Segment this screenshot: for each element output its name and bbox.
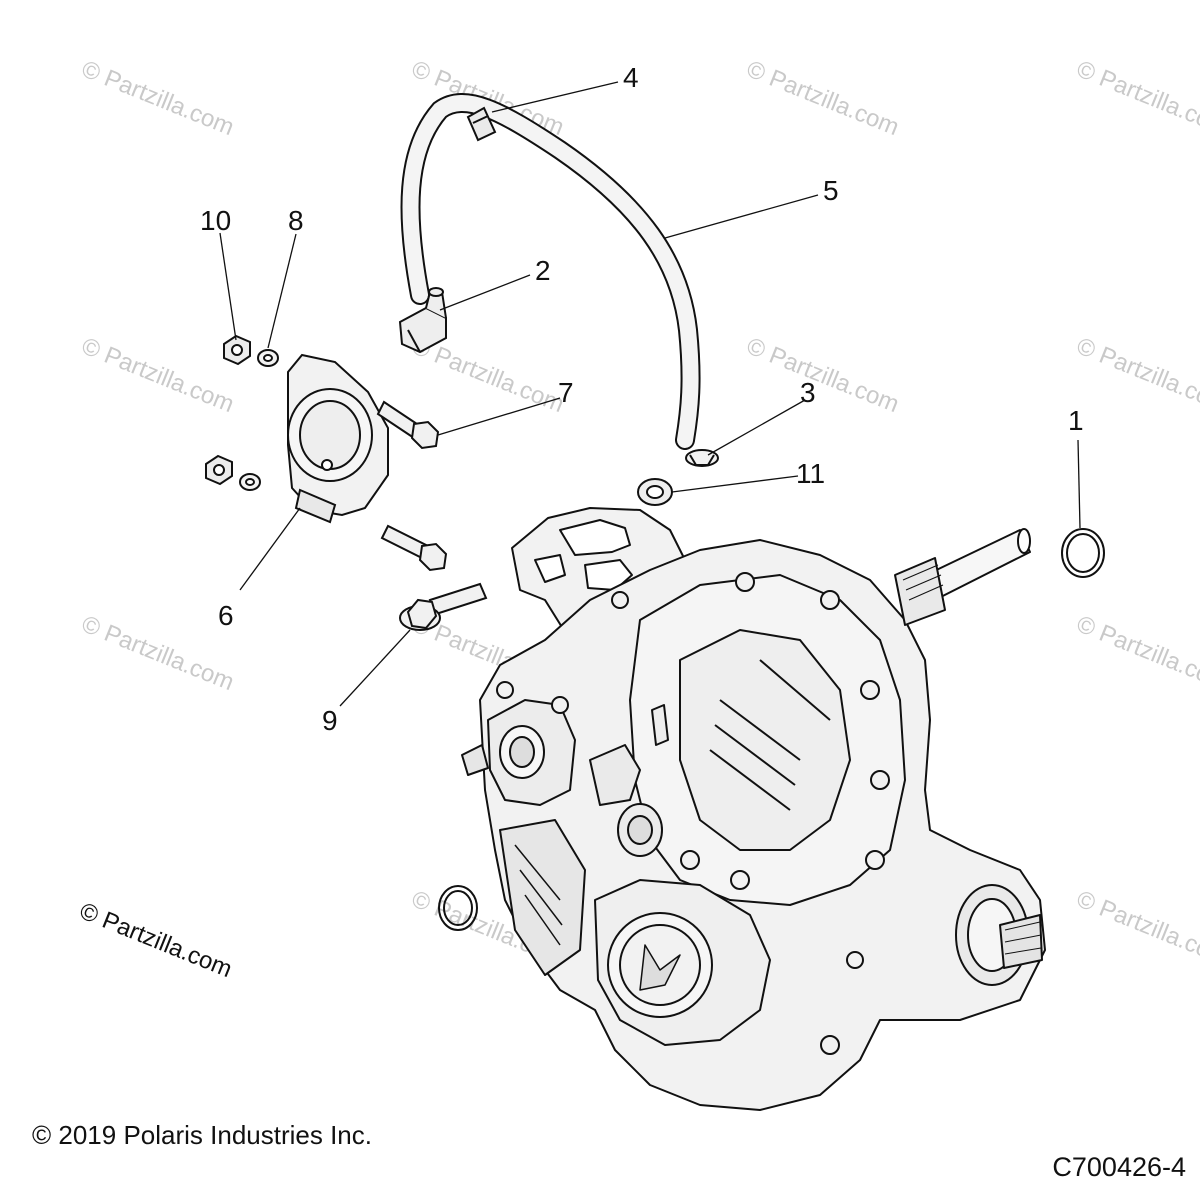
hose-clip <box>466 106 497 142</box>
watermark: © Partzilla.com <box>78 56 238 142</box>
washer-lower <box>239 473 261 491</box>
bolt-middle <box>380 524 448 572</box>
watermark: © Partzilla.com <box>743 56 903 142</box>
callout-9: 9 <box>322 705 338 736</box>
callout-10: 10 <box>200 205 231 236</box>
callout-5: 5 <box>823 175 839 206</box>
bolt-9 <box>399 582 488 631</box>
bolt-7 <box>376 400 440 450</box>
callout-3: 3 <box>800 377 816 408</box>
watermark: © Partzilla.com <box>1073 886 1200 972</box>
callout-labels: 1 2 3 4 5 6 7 8 9 10 11 <box>200 62 1084 736</box>
partzilla-watermark: © Partzilla.com <box>76 898 236 984</box>
watermark: © Partzilla.com <box>78 333 238 419</box>
callout-6: 6 <box>218 600 234 631</box>
washer <box>257 349 279 367</box>
callout-7: 7 <box>558 377 574 408</box>
watermark: © Partzilla.com <box>743 333 903 419</box>
transmission-housing <box>461 507 1046 1111</box>
watermark: © Partzilla.com <box>1073 611 1200 697</box>
watermark: © Partzilla.com <box>1073 333 1200 419</box>
callout-4: 4 <box>623 62 639 93</box>
callout-11: 11 <box>796 458 825 489</box>
shift-position-sensor <box>287 353 389 524</box>
callout-1: 1 <box>1068 405 1084 436</box>
diagram-code: C700426-4 <box>1052 1152 1186 1182</box>
plug <box>637 478 673 506</box>
callout-8: 8 <box>288 205 304 236</box>
watermark: © Partzilla.com <box>1073 56 1200 142</box>
breather-hose <box>400 93 701 450</box>
watermark: © Partzilla.com <box>78 611 238 697</box>
leader-lines <box>219 81 1081 707</box>
breather-fitting <box>398 287 447 354</box>
callout-2: 2 <box>535 255 551 286</box>
copyright-notice: © 2019 Polaris Industries Inc. <box>32 1120 372 1150</box>
o-ring-large <box>1061 528 1105 578</box>
nut-lower <box>205 454 233 486</box>
o-ring-small <box>438 885 478 931</box>
nut <box>223 334 251 366</box>
